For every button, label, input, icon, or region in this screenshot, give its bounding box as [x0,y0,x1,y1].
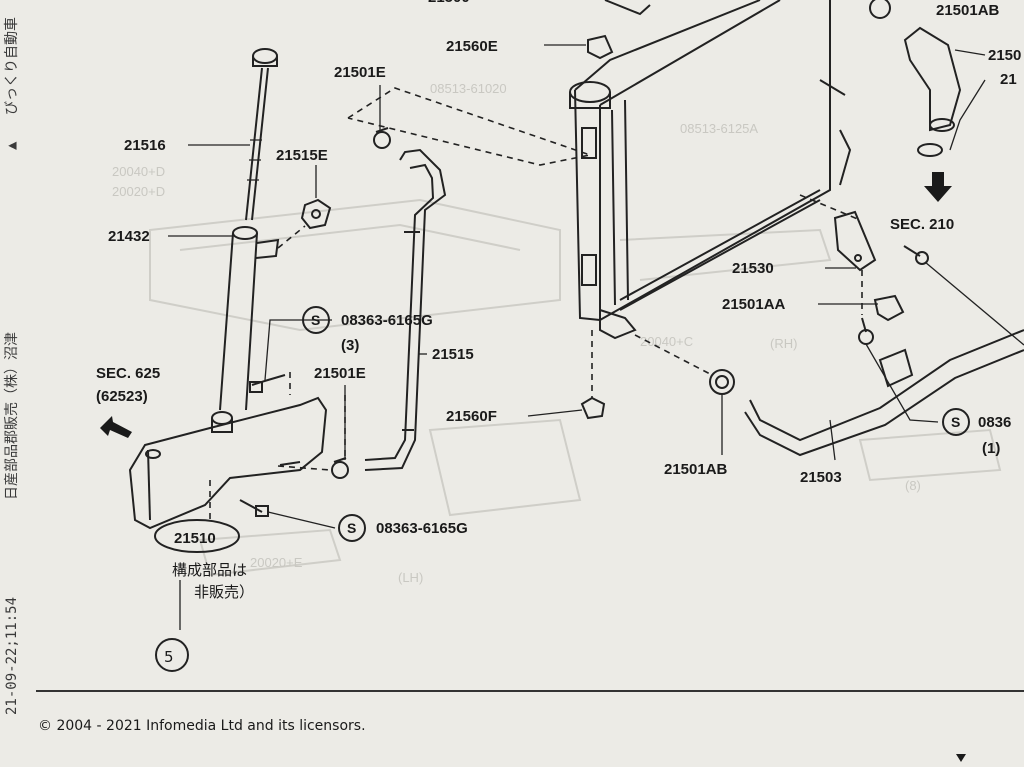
bolt-lower[interactable] [239,499,269,517]
label-21501AB-bottom[interactable]: 21501AB [664,461,728,478]
top-bushing[interactable] [604,0,651,16]
leader-line [865,343,939,423]
leader-line [527,409,583,417]
leader-line [949,79,986,151]
handwritten-mark: 5 [164,648,174,666]
hose-clamp-lower[interactable] [709,369,735,395]
ghost-text: 20040+C [640,334,693,349]
s-symbol-right: S [942,408,970,436]
dipstick-part[interactable] [245,48,278,221]
label-21501E-mid[interactable]: 21501E [314,365,366,382]
mount-bushing-bottom[interactable] [580,396,606,420]
filler-neck-part[interactable] [219,226,280,411]
leader-line [829,419,836,461]
sec210-arrow-icon [924,172,952,202]
label-21515E[interactable]: 21515E [276,147,328,164]
leader-line [924,261,1024,346]
sec625-label[interactable]: SEC. 625 [96,365,160,382]
svg-text:S: S [311,312,320,328]
label-2150-cut[interactable]: 2150 [988,47,1021,64]
ghost-text: 20040+D [112,164,165,179]
copyright-text: © 2004 - 2021 Infomedia Ltd and its lice… [38,718,366,734]
bracket-bolt-lower[interactable] [858,317,874,345]
label-21-cut[interactable]: 21 [1000,71,1017,88]
bolt-upper[interactable] [249,374,286,393]
s-symbol-upper: S [302,306,330,334]
hose-clamp-top-right[interactable] [869,0,891,19]
ghost-text: (8) [905,478,921,493]
clip-part[interactable] [300,198,332,230]
label-21432[interactable]: 21432 [108,228,150,245]
sec625-sublabel: (62523) [96,388,148,405]
sec210-label[interactable]: SEC. 210 [890,216,954,233]
fax-marker-icon: ▲ [4,141,20,150]
label-21516[interactable]: 21516 [124,137,166,154]
fax-header-text: びっくり自動車 [3,17,20,115]
sec625-arrow-icon [100,416,132,438]
bolt-qty-right: (1) [982,440,1000,457]
label-21510[interactable]: 21510 [174,530,216,547]
footer-rule [36,690,1024,692]
leader-line [267,511,336,529]
bolt-qty-upper: (3) [341,337,359,354]
leader-line [264,319,332,381]
not-sold-note-line2: 非販売） [194,583,254,601]
dashed-guide [799,194,861,221]
bolt-code-upper[interactable]: 08363-6165G [341,312,433,329]
dashed-guide [277,225,306,249]
leader-line [954,49,986,56]
label-21503[interactable]: 21503 [800,469,842,486]
hose-clamp-top[interactable] [373,127,391,149]
bracket-bolt[interactable] [903,245,929,265]
ghost-text: 08513-6125A [680,121,758,136]
label-21530[interactable]: 21530 [732,260,774,277]
bracket-part[interactable] [833,210,877,272]
bolt-code-lower[interactable]: 08363-6165G [376,520,468,537]
dashed-guide [277,465,331,471]
upper-hose-part[interactable] [903,26,962,132]
radiator-part[interactable] [569,0,852,340]
label-21515[interactable]: 21515 [432,346,474,363]
handwritten-circle [155,638,189,672]
clip-21501AA[interactable] [873,294,905,322]
dashed-guide [634,334,713,376]
label-0836-cut[interactable]: 0836 [978,414,1011,431]
label-21560E[interactable]: 21560E [446,38,498,55]
label-21500-cut[interactable]: 21500 [428,0,470,6]
hose-clamp-right[interactable] [917,143,943,157]
reservoir-tank-part[interactable] [128,396,328,530]
label-21501E-top[interactable]: 21501E [334,64,386,81]
ghost-text: 20020+E [250,555,303,570]
label-21560F[interactable]: 21560F [446,408,497,425]
not-sold-note-line1: 構成部品は [172,561,247,579]
label-21501AA[interactable]: 21501AA [722,296,786,313]
hose-clamp-mid[interactable] [331,457,349,479]
ghost-text: 08513-61020 [430,81,507,96]
ghost-text: (LH) [398,570,423,585]
background-faint-drawing [149,198,1002,577]
fax-dealer-text: 日産部品郡販売（株）沼津 [4,332,20,500]
ghost-text: 20020+D [112,184,165,199]
label-21501AB-top[interactable]: 21501AB [936,2,1000,19]
mount-bushing-top[interactable] [587,34,614,60]
page-marker-icon [956,754,966,762]
overflow-hose-part[interactable] [364,148,447,471]
s-symbol-lower: S [338,514,366,542]
fax-timestamp-text: 21-09-22;11:54 [4,597,20,715]
svg-text:S: S [951,414,960,430]
dashed-guide [347,87,594,166]
ghost-text: (RH) [770,336,797,351]
svg-text:S: S [347,520,356,536]
highlight-circle [154,519,240,553]
